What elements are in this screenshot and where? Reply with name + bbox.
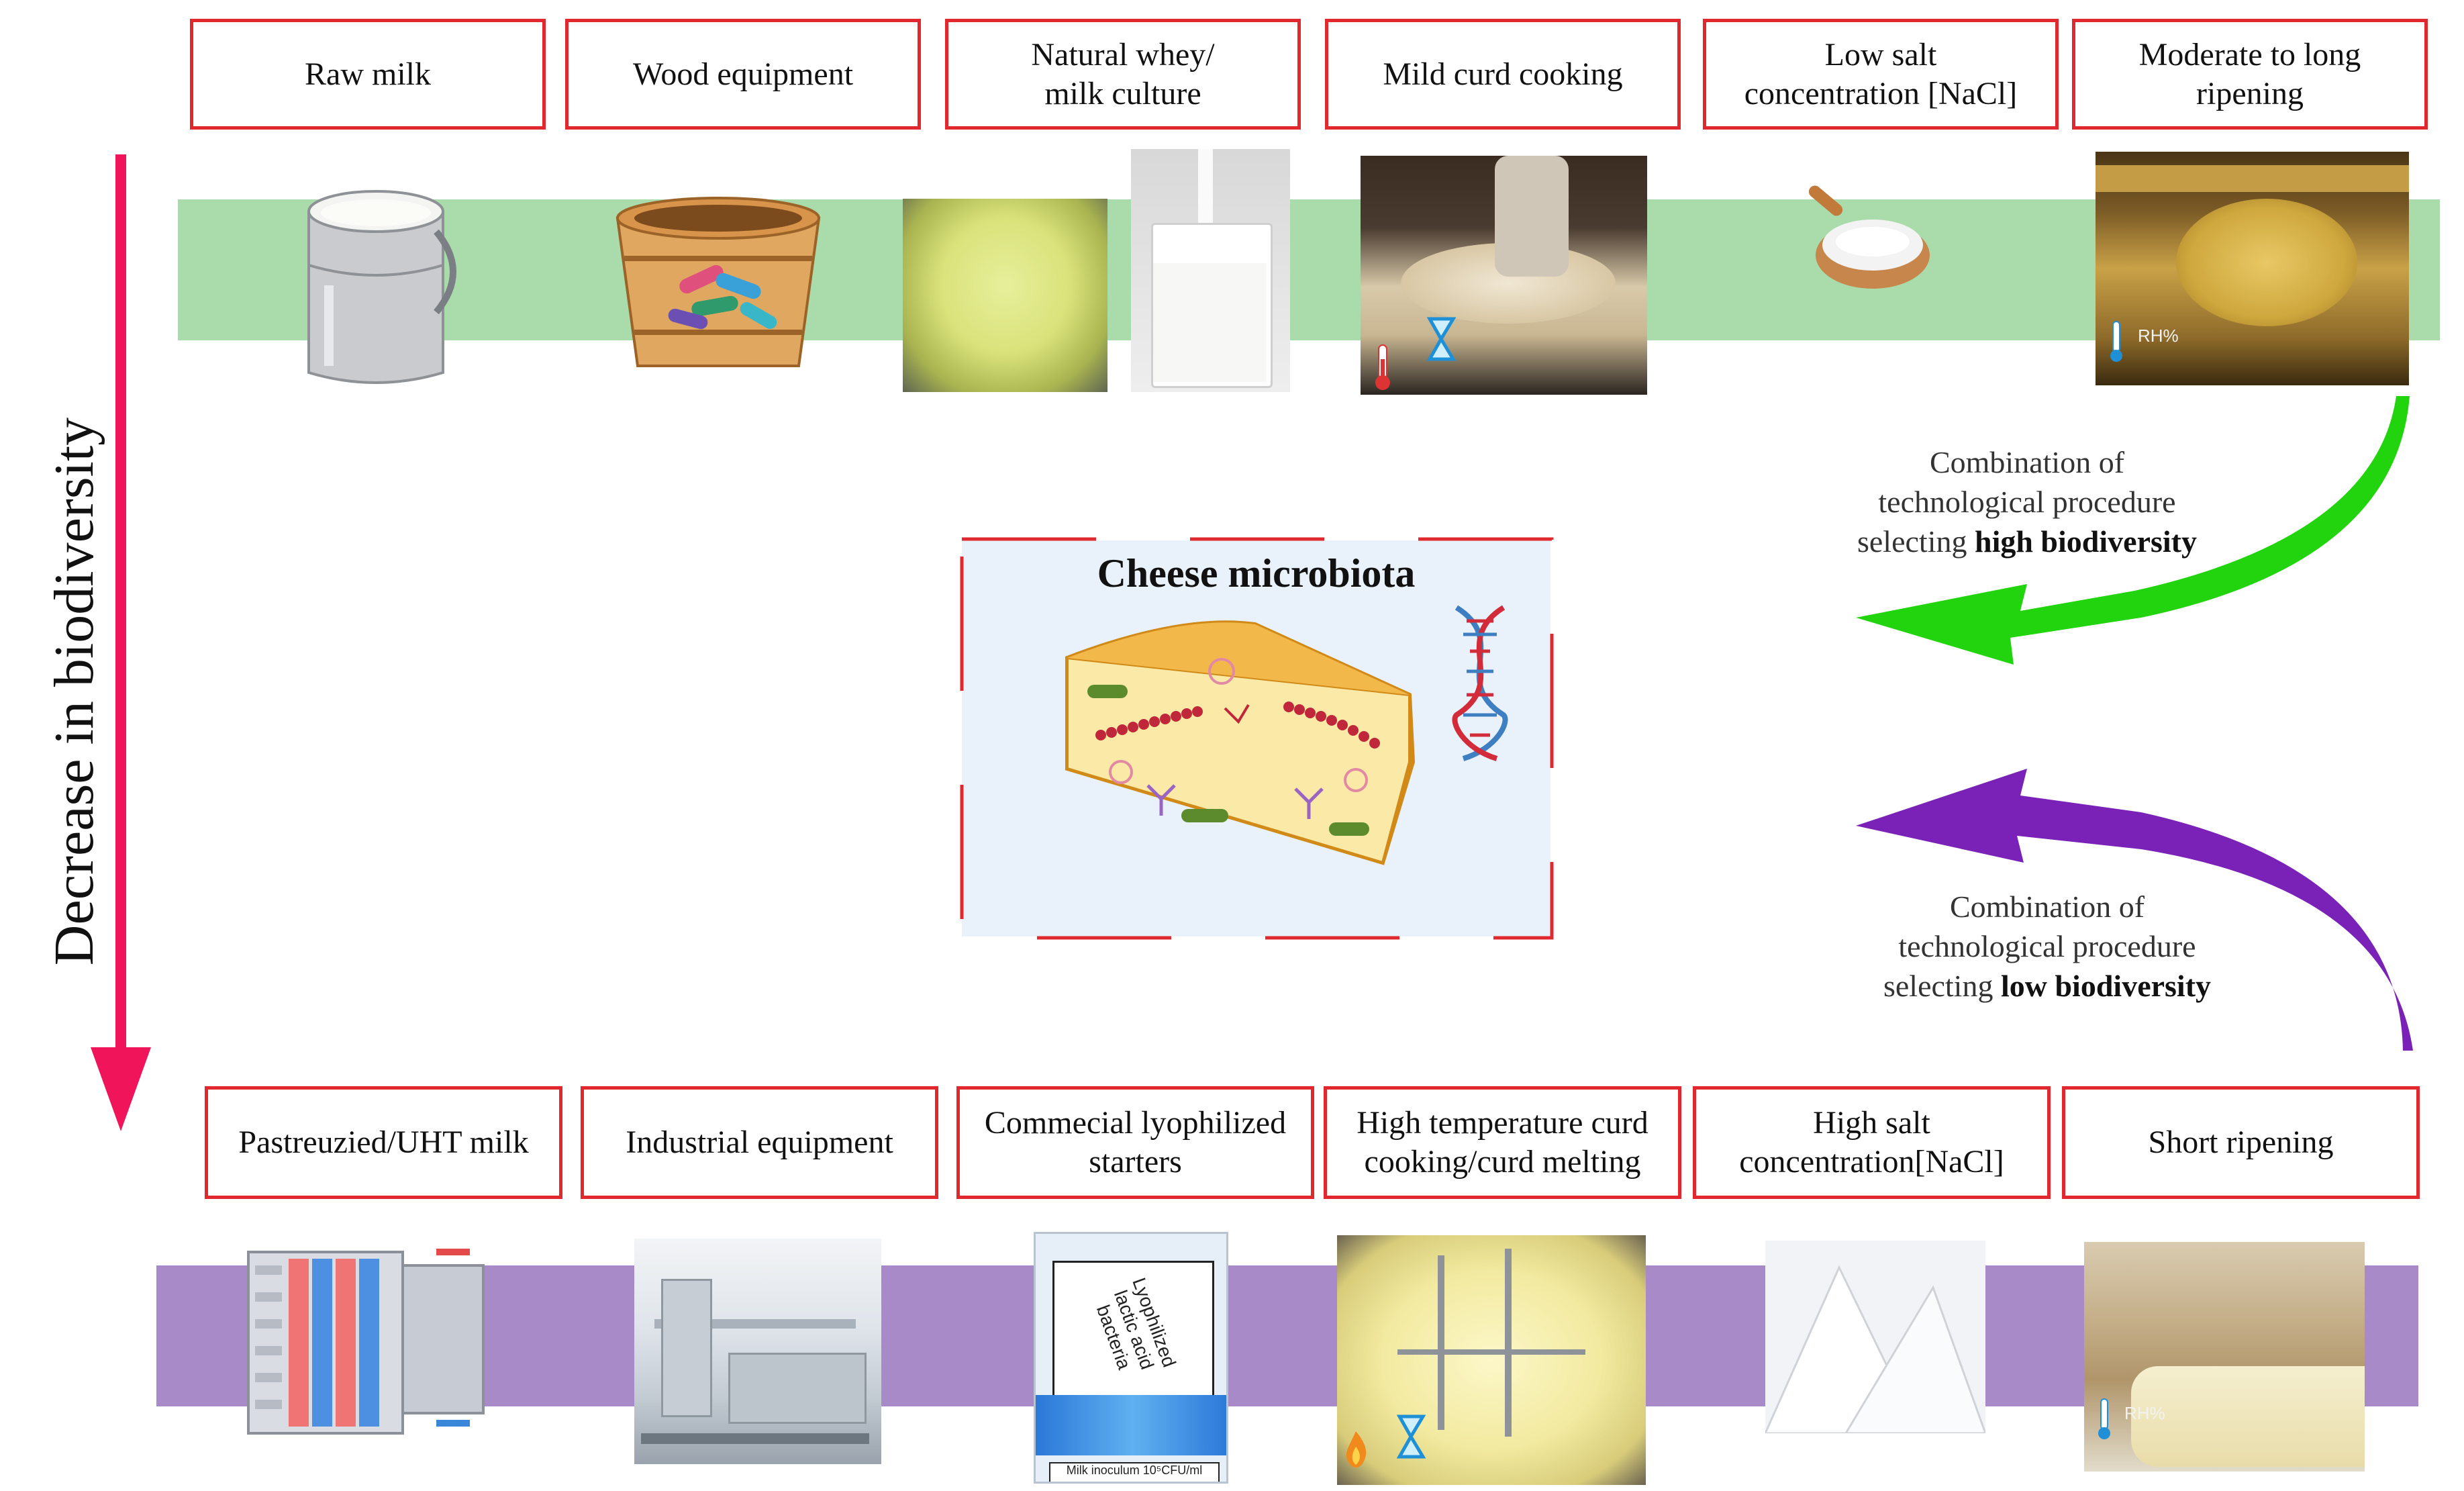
label-wood-equipment: Wood equipment bbox=[565, 19, 921, 130]
heat-exchanger-image bbox=[247, 1249, 485, 1435]
starter-pack-footer: Milk inoculum 10⁵CFU/ml bbox=[1049, 1462, 1220, 1482]
curd-cooking-image bbox=[1361, 156, 1647, 395]
decrease-biodiversity-label: Decrease in biodiversity bbox=[42, 417, 105, 966]
label-pasteurized-milk: Pastreuzied/UHT milk bbox=[205, 1086, 562, 1199]
hourglass-icon bbox=[1426, 317, 1457, 361]
label-natural-whey: Natural whey/milk culture bbox=[945, 19, 1301, 130]
starter-pack-title: Lyophilized lactic acid bacteria bbox=[1092, 1275, 1180, 1372]
cheese-microbiota-title: Cheese microbiota bbox=[1097, 551, 1416, 595]
salt-piles-image bbox=[1765, 1241, 1985, 1433]
whey-bowl-image bbox=[903, 199, 1107, 392]
salt-bowl-image bbox=[1808, 185, 1930, 289]
curd-melting-image bbox=[1337, 1235, 1646, 1485]
flame-icon bbox=[1346, 1431, 1367, 1468]
milk-can-image bbox=[307, 190, 456, 384]
rh-top-label: RH% bbox=[2138, 326, 2179, 346]
label-raw-milk: Raw milk bbox=[190, 19, 546, 130]
high-biodiversity-text: Combination of technological procedure s… bbox=[1857, 445, 2197, 559]
low-biodiversity-text: Combination of technological procedure s… bbox=[1883, 889, 2212, 1003]
milk-jug-image bbox=[1131, 149, 1290, 392]
hourglass-icon-bottom bbox=[1396, 1414, 1426, 1459]
label-short-ripening: Short ripening bbox=[2062, 1086, 2420, 1199]
high-biodiversity-arrow-icon bbox=[1856, 396, 2410, 665]
thermometer-icon-top bbox=[2110, 321, 2122, 362]
thermometer-icon-bottom bbox=[2098, 1398, 2110, 1439]
industrial-band bbox=[156, 1265, 2418, 1406]
ripening-cheese-image bbox=[2096, 152, 2409, 385]
starter-pack-image: Lyophilized lactic acid bacteria Milk in… bbox=[1034, 1232, 1228, 1484]
thermometer-icon bbox=[1375, 344, 1390, 390]
traditional-band bbox=[178, 199, 2440, 340]
dashed-frame bbox=[960, 537, 1554, 940]
label-industrial-equipment: Industrial equipment bbox=[581, 1086, 938, 1199]
label-mild-curd: Mild curd cooking bbox=[1325, 19, 1681, 130]
decrease-arrow-icon bbox=[91, 154, 151, 1131]
industrial-equipment-image bbox=[634, 1239, 881, 1464]
short-ripening-image bbox=[2084, 1242, 2365, 1472]
rh-bottom-label: RH% bbox=[2124, 1403, 2165, 1423]
dna-icon bbox=[1452, 605, 1508, 761]
wood-bucket-image bbox=[615, 197, 821, 367]
low-biodiversity-arrow-icon bbox=[1856, 769, 2413, 1051]
cheese-wedge-icon bbox=[1065, 620, 1416, 865]
